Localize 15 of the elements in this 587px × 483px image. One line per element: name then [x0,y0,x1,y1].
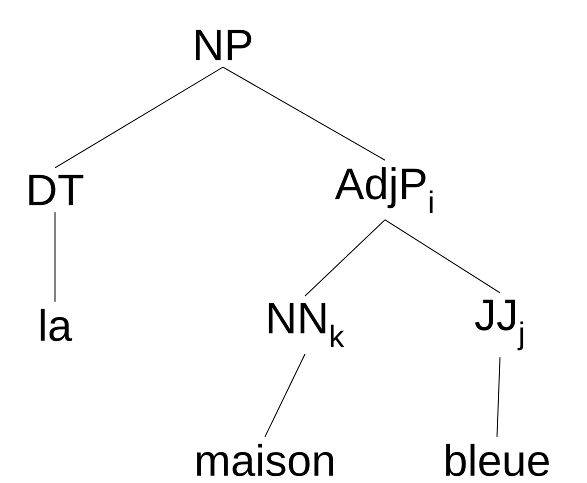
tree-label: bleue [446,444,549,476]
tree-branch [54,66,224,168]
tree-branch [264,354,306,438]
tree-branch [384,219,500,294]
tree-branch [496,356,500,438]
tree-label: AdjP$_{i}$ [334,167,433,213]
tree-label: JJ$_{j}$ [475,300,524,350]
tree-label: NN$_{k}$ [268,303,344,347]
tree-branch [222,66,386,161]
tree-label: DT [29,174,84,206]
tree-label: maison [197,444,334,476]
tree-branch [304,219,386,296]
tree-label: la [40,308,72,342]
tree-branch [54,212,56,302]
tree-label: NP [196,30,252,60]
